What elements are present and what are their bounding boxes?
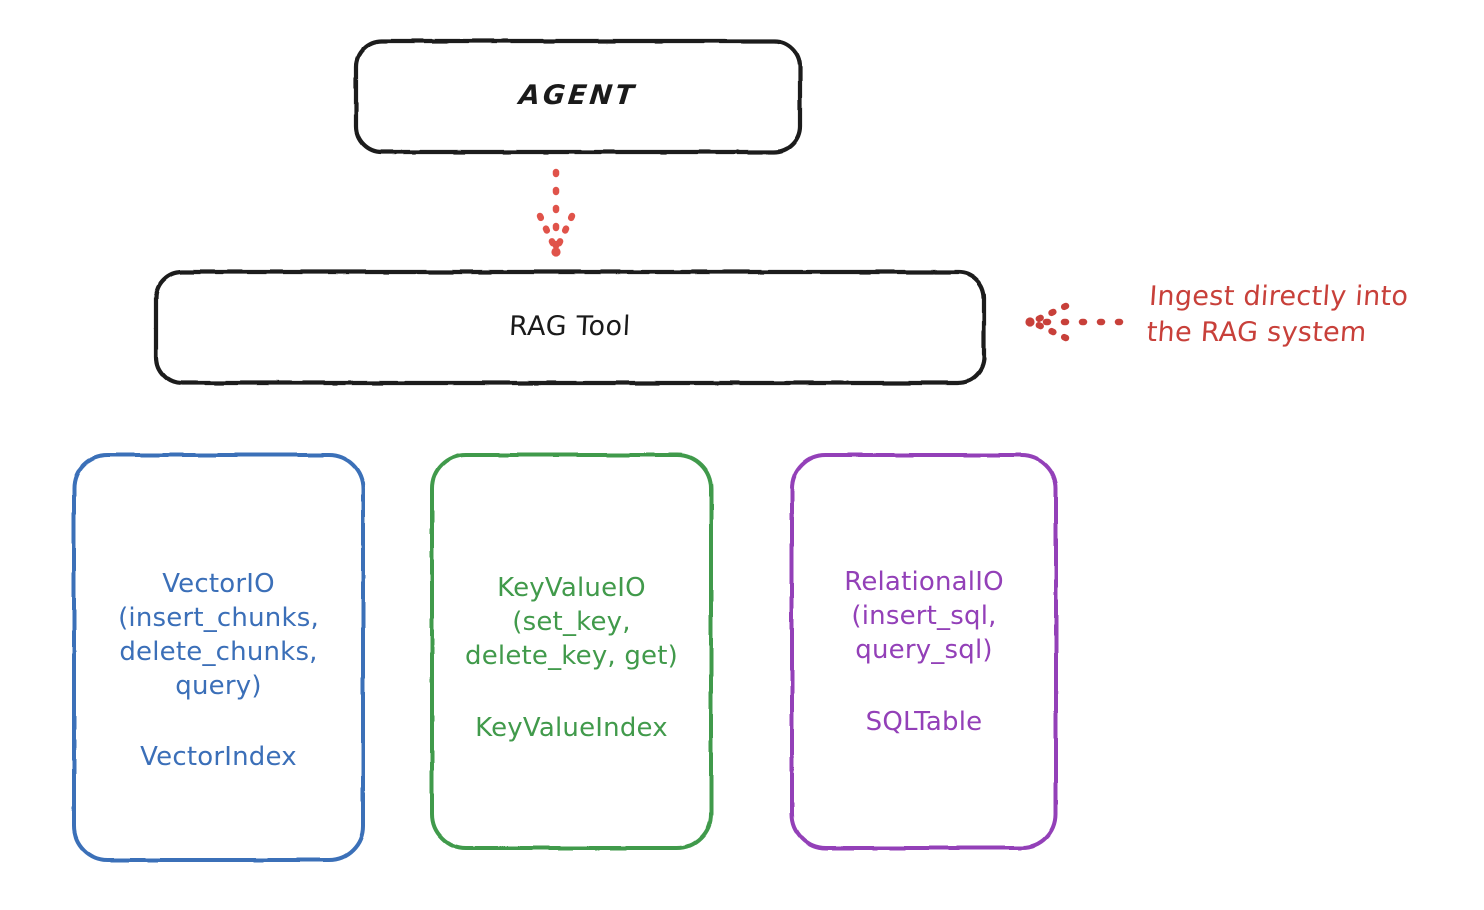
arrowhead-left-icon: [1025, 302, 1070, 342]
rag-tool-node[interactable]: RAG Tool: [155, 271, 985, 384]
ingest-note-connector: [1025, 302, 1124, 342]
vector-io-content: VectorIO (insert_chunks, delete_chunks, …: [118, 568, 319, 774]
arrowhead-down-icon: [536, 212, 576, 257]
agent-to-rag-connector: [536, 168, 576, 257]
agent-node[interactable]: AGENT: [355, 40, 801, 153]
key-value-index-label: KeyValueIndex: [475, 712, 668, 743]
ingest-note-label: Ingest directly into the RAG system: [1145, 281, 1410, 348]
key-value-io-node[interactable]: KeyValueIO (set_key, delete_key, get) Ke…: [430, 453, 713, 850]
vector-io-api-label: VectorIO (insert_chunks, delete_chunks, …: [118, 569, 319, 701]
key-value-io-api-label: KeyValueIO (set_key, delete_key, get): [465, 573, 678, 671]
agent-label: AGENT: [517, 80, 639, 112]
vector-index-label: VectorIndex: [140, 742, 297, 773]
key-value-io-content: KeyValueIO (set_key, delete_key, get) Ke…: [465, 572, 678, 745]
relational-io-api-label: RelationalIO (insert_sql, query_sql): [844, 567, 1004, 665]
rag-tool-label: RAG Tool: [508, 311, 632, 343]
relational-io-content: RelationalIO (insert_sql, query_sql) SQL…: [844, 566, 1004, 739]
vector-io-node[interactable]: VectorIO (insert_chunks, delete_chunks, …: [72, 453, 365, 862]
sql-table-label: SQLTable: [865, 706, 983, 737]
relational-io-node[interactable]: RelationalIO (insert_sql, query_sql) SQL…: [790, 453, 1058, 850]
